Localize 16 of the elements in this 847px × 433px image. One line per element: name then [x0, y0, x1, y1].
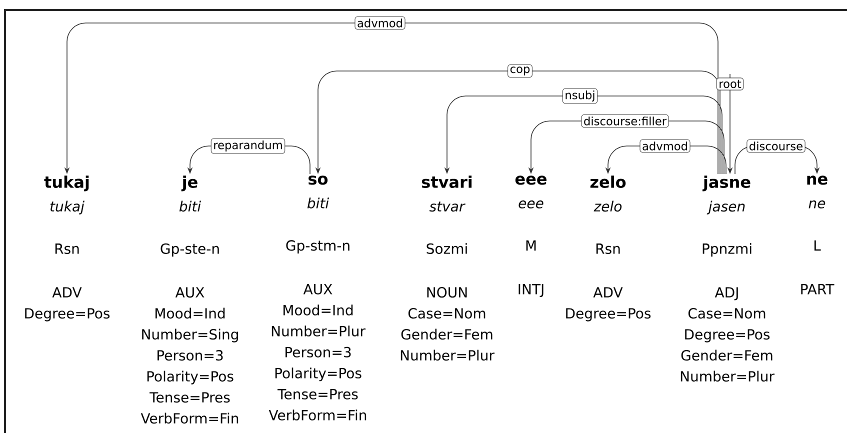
token-annotation: jasne jasen Ppnzmi ADJ Case=Nom Degree=Pos Gender=Fem Number=Plur: [680, 176, 774, 382]
token-annotation: je biti Gp-ste-n AUX Mood=Ind Number=Sing Person=3 Polarity=Pos Tense=Pres VerbForm=Fin: [140, 176, 238, 424]
token-annotation: zelo zelo Rsn ADV Degree=Pos: [566, 176, 651, 322]
edge-label: discourse: [746, 139, 806, 153]
token-annotation: tukaj tukaj Rsn ADV Degree=Pos: [25, 176, 110, 322]
token-annotation: eee eee M INTJ: [515, 176, 546, 298]
token-annotation: ne ne L PART: [801, 176, 834, 294]
edge-label: cop: [508, 64, 532, 78]
token-annotation: stvari stvar Sozmi NOUN Case=Nom Gender=Fem Number=Plur: [400, 176, 494, 361]
edge-label: reparandum: [210, 138, 286, 154]
edge-label: discourse:filler: [581, 114, 669, 128]
edge-label: nsubj: [562, 88, 598, 104]
token-annotation: so biti Gp-stm-n AUX Mood=Ind Number=Plur Person=3 Polarity=Pos Tense=Pres VerbForm=Fin: [268, 176, 366, 420]
edge-label: advmod: [640, 139, 690, 153]
edge-label: advmod: [354, 16, 406, 30]
edge-label: root: [716, 78, 744, 90]
